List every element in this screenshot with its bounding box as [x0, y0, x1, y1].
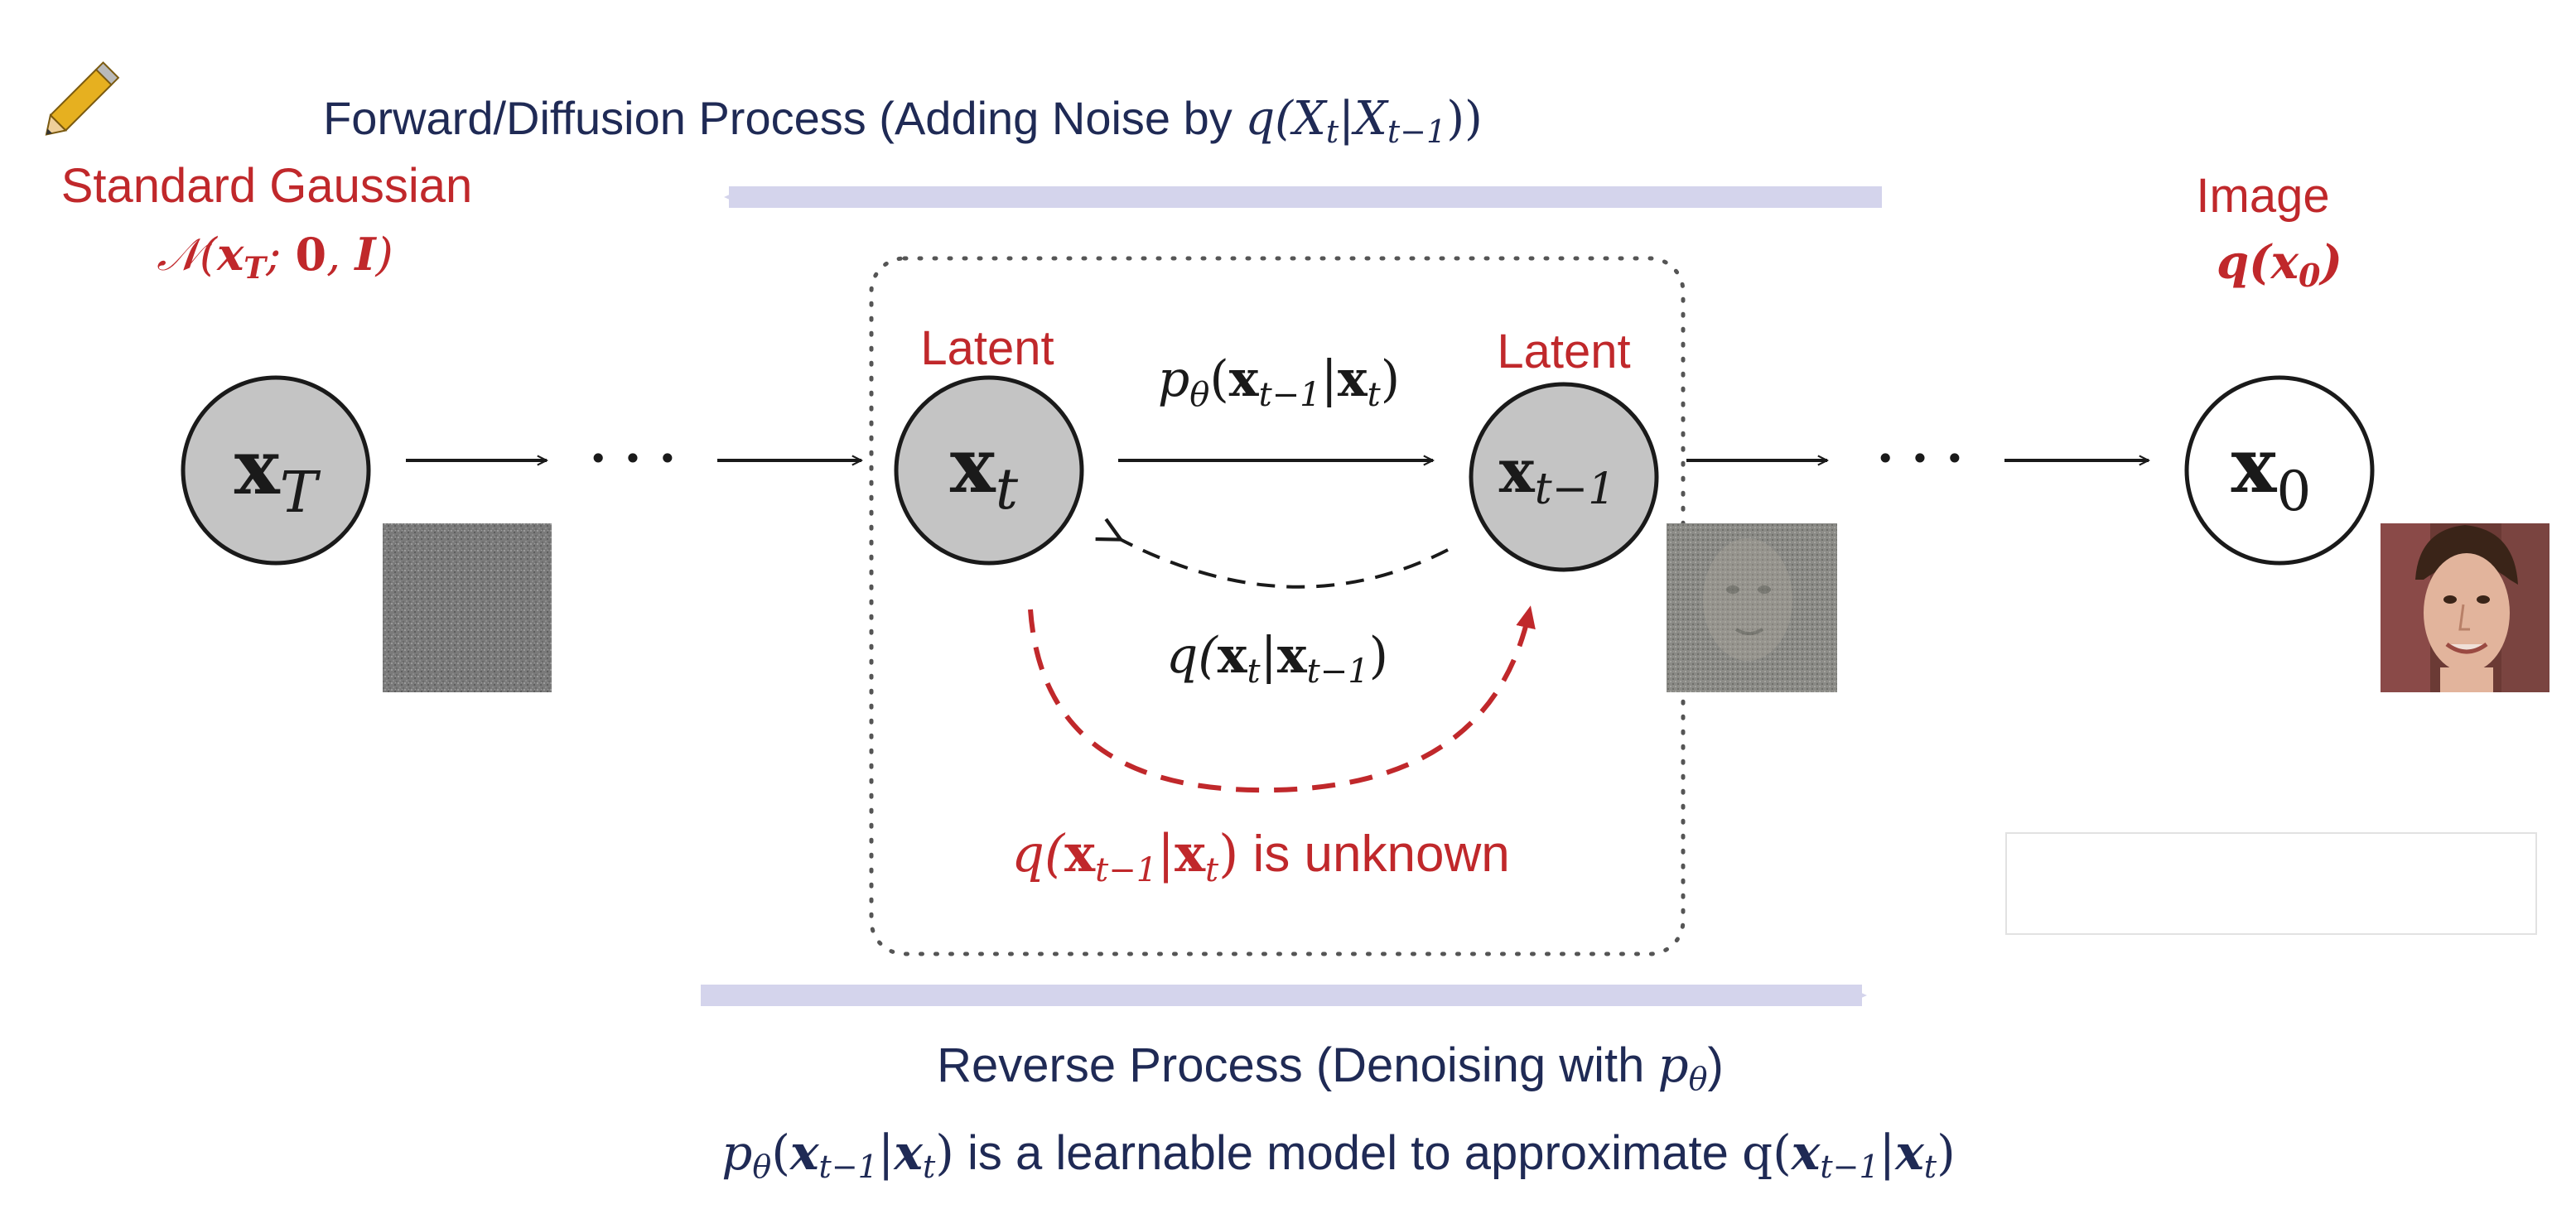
learnable-model-note: pθ(xt−1|xt) is a learnable model to appr… [721, 1125, 1955, 1185]
reverse-process-label: Reverse Process (Denoising with pθ) [937, 1037, 1724, 1097]
unknown-label: q(xt−1|xt) is unknown [1011, 823, 1509, 889]
latent-label-xt: Latent [920, 321, 1054, 375]
node-xt: xt [894, 375, 1084, 566]
standard-gaussian-formula: 𝒩(xT; 0, I) [157, 228, 393, 286]
latent-step-box [869, 256, 1686, 956]
forward-process-label: Forward/Diffusion Process (Adding Noise … [323, 92, 1483, 150]
pencil-icon [45, 61, 120, 136]
noisy-face-thumbnail [1667, 523, 1837, 692]
node-x0: x0 [2184, 375, 2375, 566]
svg-text:x0: x0 [2231, 421, 2312, 523]
svg-text:xt−1: xt−1 [1499, 436, 1616, 514]
node-xT: xT [181, 375, 371, 566]
svg-text:xT: xT [234, 422, 321, 526]
image-formula: q(x0) [2217, 235, 2342, 294]
node-xt-minus-1: xt−1 [1469, 382, 1659, 572]
standard-gaussian-title: Standard Gaussian [61, 159, 473, 213]
p-theta-edge-label: pθ(xt−1|xt) [1158, 350, 1400, 414]
image-title: Image [2196, 169, 2329, 223]
latent-label-xt1: Latent [1497, 325, 1630, 378]
noise-thumbnail-xT [383, 523, 552, 692]
q-forward-edge-label: q(xt|xt−1) [1166, 627, 1388, 691]
arrow-unknown-reverse-red [1028, 605, 1536, 793]
ellipsis-right: · · · [1877, 430, 1963, 488]
svg-text:xt: xt [950, 421, 1019, 523]
face-image-thumbnail [2381, 523, 2549, 692]
arrow-q-forward-dashed [1118, 538, 1449, 589]
empty-placeholder-box [2005, 832, 2537, 935]
ellipsis-left: · · · [590, 430, 676, 488]
